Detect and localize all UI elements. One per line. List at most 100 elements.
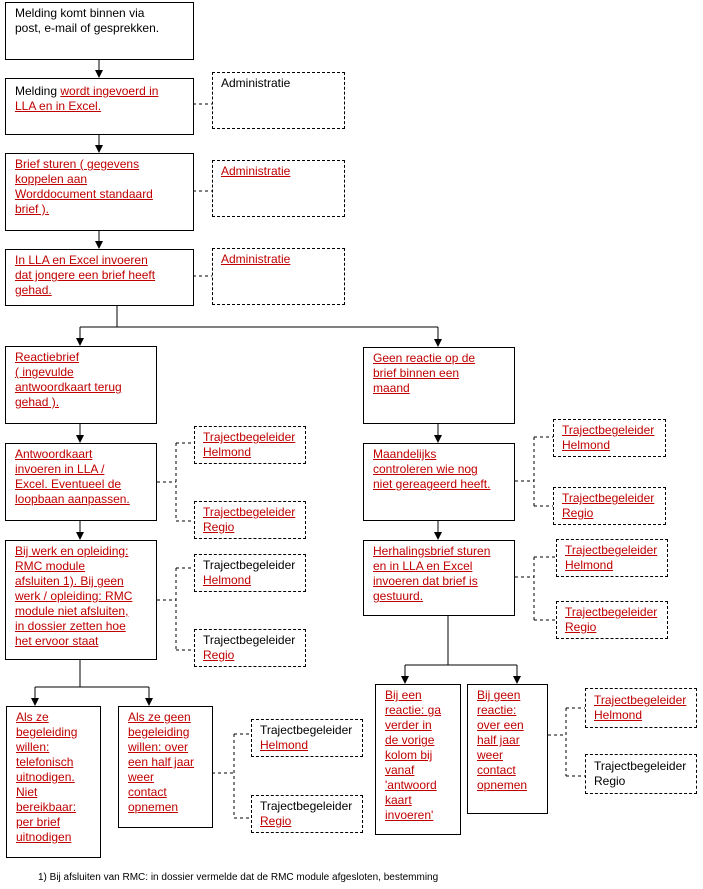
link-text[interactable]: controleren wie nog xyxy=(373,462,478,476)
step-maandelijks-controleren: Maandelijks controleren wie nog niet ger… xyxy=(363,443,515,521)
role-link[interactable]: Helmond xyxy=(565,558,614,572)
role-link[interactable]: Trajectbegeleider xyxy=(562,423,655,437)
link-text[interactable]: Als ze xyxy=(16,710,49,724)
role-trajectbegeleider-regio: Trajectbegeleider Regio xyxy=(194,501,306,539)
step-melding-ingevoerd: Melding wordt ingevoerd in LLA en in Exc… xyxy=(5,78,194,135)
role-link[interactable]: Helmond xyxy=(562,438,611,452)
link-text[interactable]: Maandelijks xyxy=(373,447,437,461)
link-text[interactable]: module niet afsluiten, xyxy=(15,604,129,618)
role-link[interactable]: Trajectbegeleider xyxy=(562,491,655,505)
link-text[interactable]: gestuurd. xyxy=(373,589,424,603)
step-begeleiding-willen: Als ze begeleiding willen: telefonisch u… xyxy=(6,706,101,858)
role-label: Trajectbegeleider xyxy=(203,558,296,572)
link-text[interactable]: gehad. xyxy=(15,283,52,297)
link-text[interactable]: brief binnen een xyxy=(373,366,460,380)
link-text[interactable]: brief ). xyxy=(15,202,50,216)
link-text[interactable]: invoeren dat brief is xyxy=(373,574,478,588)
link-text[interactable]: contact xyxy=(477,763,516,777)
link-text[interactable]: 'antwoord xyxy=(385,778,437,792)
link-text[interactable]: willen: over xyxy=(128,740,189,754)
link-text[interactable]: willen: xyxy=(16,740,50,754)
link-text[interactable]: Reactiebrief xyxy=(15,350,80,364)
link-text[interactable]: antwoordkaart terug xyxy=(15,380,122,394)
link-text[interactable]: opnemen xyxy=(128,800,179,814)
link-text[interactable]: de vorige xyxy=(385,733,435,747)
link-text[interactable]: in dossier zetten hoe xyxy=(15,619,126,633)
role-link[interactable]: Administratie xyxy=(221,164,291,178)
link-text[interactable]: invoeren' xyxy=(385,808,434,822)
step-brief-sturen: Brief sturen ( gegevens koppelen aan Wor… xyxy=(5,153,194,231)
role-link[interactable]: Trajectbegeleider xyxy=(565,605,658,619)
role-link[interactable]: Helmond xyxy=(203,445,252,459)
link-text[interactable]: RMC module xyxy=(15,559,86,573)
role-link[interactable]: Regio xyxy=(203,648,235,662)
link-text[interactable]: LLA en in Excel. xyxy=(15,99,102,113)
link-text[interactable]: een half jaar xyxy=(128,755,195,769)
link-text[interactable]: begeleiding xyxy=(128,725,190,739)
role-link[interactable]: Trajectbegeleider xyxy=(565,543,658,557)
link-text[interactable]: opnemen xyxy=(477,778,528,792)
link-text[interactable]: In LLA en Excel invoeren xyxy=(15,253,148,267)
role-link[interactable]: Administratie xyxy=(221,252,291,266)
link-text[interactable]: over een xyxy=(477,718,524,732)
link-text[interactable]: niet gereageerd heeft. xyxy=(373,477,491,491)
link-text[interactable]: Als ze geen xyxy=(128,710,191,724)
link-text[interactable]: reactie: ga xyxy=(385,703,442,717)
role-link[interactable]: Trajectbegeleider xyxy=(594,693,687,707)
link-text[interactable]: afsluiten 1). Bij geen xyxy=(15,574,124,588)
link-text[interactable]: Worddocument standaard xyxy=(15,187,153,201)
role-link[interactable]: Regio xyxy=(565,620,597,634)
link-text[interactable]: en in LLA en Excel xyxy=(373,559,473,573)
link-text[interactable]: reactie: xyxy=(477,703,517,717)
role-link[interactable]: Helmond xyxy=(203,573,252,587)
link-text[interactable]: loopbaan aanpassen. xyxy=(15,492,130,506)
link-text[interactable]: kolom bij xyxy=(385,748,433,762)
link-text[interactable]: maand xyxy=(373,381,410,395)
footnote: 1) Bij afsluiten van RMC: in dossier ver… xyxy=(38,872,439,883)
link-text[interactable]: weer xyxy=(477,748,504,762)
link-text[interactable]: vanaf xyxy=(385,763,415,777)
link-text[interactable]: koppelen aan xyxy=(15,172,88,186)
role-label: Administratie xyxy=(221,76,291,90)
step-antwoordkaart-invoeren: Antwoordkaart invoeren in LLA / Excel. E… xyxy=(5,443,157,521)
link-text[interactable]: gehad ). xyxy=(15,395,60,409)
link-text[interactable]: verder in xyxy=(385,718,432,732)
link-text[interactable]: invoeren in LLA / xyxy=(15,462,105,476)
link-text[interactable]: half jaar xyxy=(477,733,520,747)
role-link[interactable]: Helmond xyxy=(260,738,309,752)
role-link[interactable]: Regio xyxy=(562,506,594,520)
text-prefix: Melding xyxy=(15,84,61,98)
link-text[interactable]: wordt ingevoerd in xyxy=(60,84,159,98)
role-link[interactable]: Trajectbegeleider xyxy=(203,430,296,444)
link-text[interactable]: Brief sturen ( gegevens xyxy=(15,157,140,171)
link-text[interactable]: uitnodigen xyxy=(16,830,72,844)
link-text[interactable]: ( ingevulde xyxy=(15,365,74,379)
role-trajectbegeleider-helmond: Trajectbegeleider Helmond xyxy=(553,419,666,457)
link-text[interactable]: Geen reactie op de xyxy=(373,351,476,365)
link-text[interactable]: uitnodigen. xyxy=(16,770,75,784)
link-text[interactable]: kaart xyxy=(385,793,412,807)
role-link[interactable]: Regio xyxy=(260,814,292,828)
link-text[interactable]: Antwoordkaart xyxy=(15,447,93,461)
link-text[interactable]: weer xyxy=(128,770,155,784)
link-text[interactable]: Bij een xyxy=(385,688,422,702)
link-text[interactable]: bereikbaar: xyxy=(16,800,77,814)
link-text[interactable]: contact xyxy=(128,785,167,799)
link-text[interactable]: Bij geen xyxy=(477,688,521,702)
link-text[interactable]: het ervoor staat xyxy=(15,634,99,648)
role-link[interactable]: Helmond xyxy=(594,708,643,722)
step-herhalingsbrief: Herhalingsbrief sturen en in LLA en Exce… xyxy=(363,540,515,616)
step-melding-komt-binnen: Melding komt binnen via post, e-mail of … xyxy=(5,2,194,60)
link-text[interactable]: Bij werk en opleiding: xyxy=(15,544,129,558)
link-text[interactable]: begeleiding xyxy=(16,725,78,739)
text-line: post, e-mail of gesprekken. xyxy=(15,21,160,35)
link-text[interactable]: Excel. Eventueel de xyxy=(15,477,122,491)
link-text[interactable]: per brief xyxy=(16,815,61,829)
role-link[interactable]: Regio xyxy=(203,520,235,534)
role-link[interactable]: Trajectbegeleider xyxy=(203,505,296,519)
link-text[interactable]: dat jongere een brief heeft xyxy=(15,268,156,282)
link-text[interactable]: Niet xyxy=(16,785,38,799)
link-text[interactable]: telefonisch xyxy=(16,755,74,769)
link-text[interactable]: Herhalingsbrief sturen xyxy=(373,544,491,558)
link-text[interactable]: werk / opleiding: RMC xyxy=(15,589,133,603)
